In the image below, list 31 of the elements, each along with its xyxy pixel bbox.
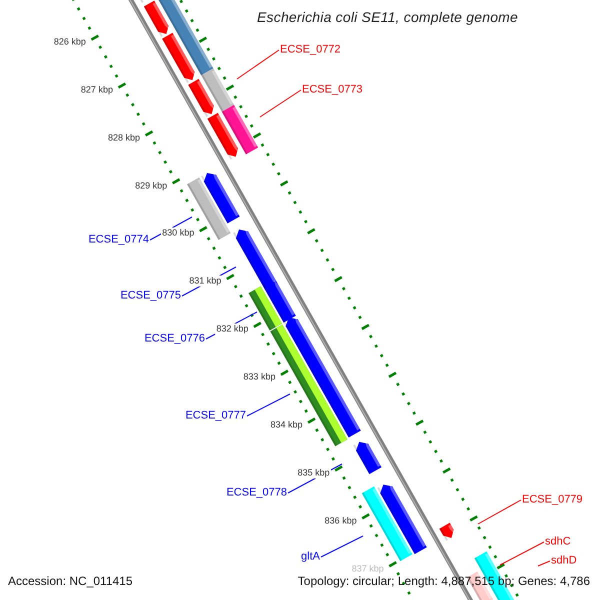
gene-label: ECSE_0776 xyxy=(144,332,205,346)
gene-label: ECSE_0778 xyxy=(226,486,287,500)
gene-label: ECSE_0775 xyxy=(120,290,181,302)
gene-label: ECSE_0779 xyxy=(522,494,583,506)
gene-label: ECSE_0777 xyxy=(185,410,246,422)
leader-line xyxy=(478,500,522,524)
position-label: 836 kbp xyxy=(324,515,358,526)
position-label: 835 kbp xyxy=(296,467,331,478)
gene-label: sdhD xyxy=(551,554,577,568)
leader-line xyxy=(246,394,290,416)
accession-text: Accession: NC_011415 xyxy=(8,574,133,589)
position-label: 834 kbp xyxy=(270,419,304,430)
gene-label: sdhC xyxy=(545,536,571,548)
leader-line xyxy=(538,560,550,566)
position-label: 829 kbp xyxy=(134,180,168,192)
position-label: 827 kbp xyxy=(80,84,114,96)
gene-label: ECSE_0774 xyxy=(88,234,149,246)
leader-line xyxy=(236,50,280,80)
leader-line xyxy=(260,90,302,118)
gene-label: gltA xyxy=(301,550,320,564)
position-label: 828 kbp xyxy=(107,132,142,144)
position-label: 833 kbp xyxy=(242,372,276,383)
position-label: 831 kbp xyxy=(188,276,222,287)
position-label: 830 kbp xyxy=(161,228,196,239)
position-label: 837 kbp xyxy=(350,563,385,574)
gene-label: ECSE_0773 xyxy=(302,84,363,96)
gene-label: ECSE_0772 xyxy=(280,44,341,56)
leader-line xyxy=(500,542,544,566)
position-label: 826 kbp xyxy=(52,36,87,48)
position-label: 832 kbp xyxy=(215,324,250,335)
leader-line xyxy=(320,536,364,558)
